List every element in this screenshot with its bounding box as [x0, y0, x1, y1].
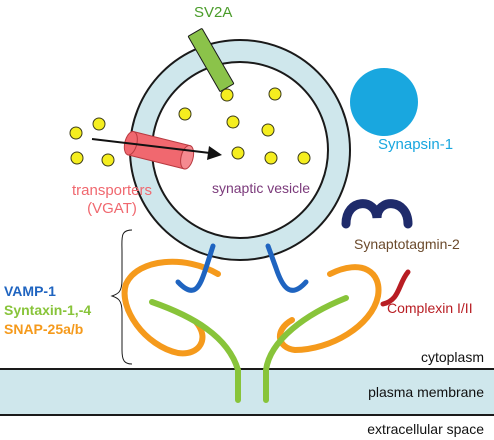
vamp-right	[265, 243, 309, 293]
neurotransmitter-dot	[178, 107, 192, 121]
snap25-left	[121, 258, 221, 357]
neurotransmitter-molecules	[69, 87, 311, 167]
sv2a-label: SV2A	[194, 4, 232, 21]
neurotransmitter-dot	[261, 123, 275, 137]
neurotransmitter-dot	[220, 88, 234, 102]
neurotransmitter-dot	[264, 151, 278, 165]
sv2a-protein	[187, 28, 235, 92]
neurotransmitter-dot	[92, 117, 106, 131]
synaptotagmin-2-label: Synaptotagmin-2	[354, 236, 460, 252]
cytoplasm-label: cytoplasm	[421, 349, 484, 365]
snap-25-label: SNAP-25a/b	[4, 321, 83, 337]
snare-bracket	[110, 229, 133, 365]
vamp-left	[175, 243, 216, 293]
neurotransmitter-dot	[226, 115, 240, 129]
syntaxin-left	[149, 299, 241, 403]
neurotransmitter-dot	[268, 87, 282, 101]
complexin-label: Complexin I/II	[387, 300, 473, 316]
neurotransmitter-dot	[101, 153, 115, 167]
synaptotagmin-2-protein	[341, 199, 413, 229]
extracellular-space-label: extracellular space	[367, 421, 484, 437]
syntaxin-label: Syntaxin-1,-4	[4, 302, 91, 318]
neurotransmitter-dot	[231, 146, 245, 160]
vgat-transporter	[123, 130, 195, 170]
vgat-label: (VGAT)	[87, 200, 137, 217]
transporters-label: transporters	[72, 182, 152, 199]
vamp-1-label: VAMP-1	[4, 283, 56, 299]
transport-arrow	[91, 138, 211, 154]
synapsin-1-protein	[350, 68, 418, 136]
transport-arrow-head	[207, 146, 222, 160]
plasma-membrane	[0, 369, 494, 415]
synaptic-vesicle-label: synaptic vesicle	[212, 180, 310, 196]
neurotransmitter-dot	[70, 151, 84, 165]
neurotransmitter-dot	[297, 151, 311, 165]
plasma-membrane-label: plasma membrane	[368, 384, 484, 400]
neurotransmitter-dot	[69, 126, 83, 140]
complexin-protein	[380, 269, 411, 307]
synapsin-1-label: Synapsin-1	[378, 136, 453, 153]
syntaxin-right	[263, 295, 349, 403]
